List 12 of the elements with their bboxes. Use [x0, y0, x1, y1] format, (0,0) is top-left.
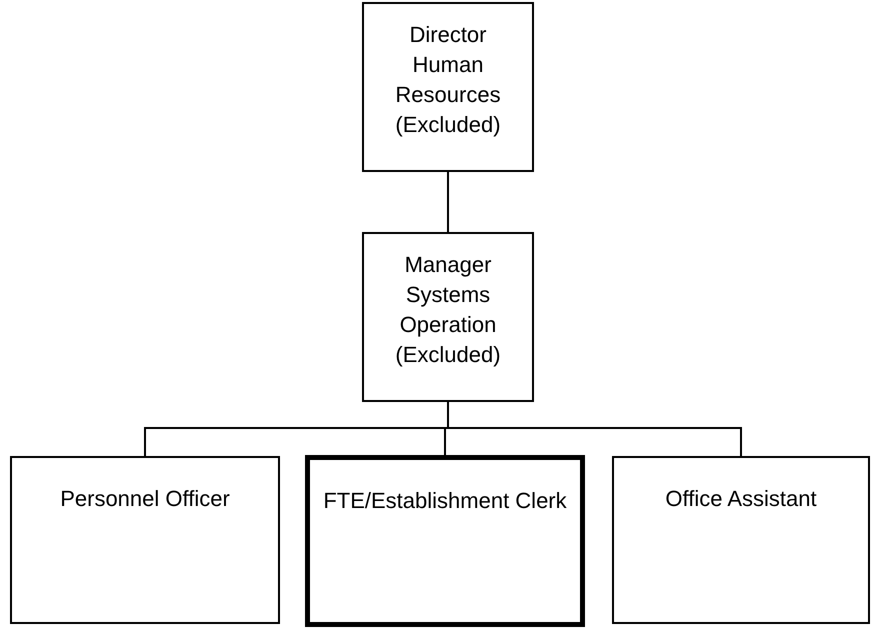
role-title: Manager Systems Operation (Excluded): [394, 251, 502, 369]
org-box: [362, 232, 534, 402]
org-box: [612, 456, 870, 624]
role-title: Personnel Officer: [60, 485, 230, 513]
org-box: [305, 455, 585, 627]
role-title: Director Human Resources (Excluded): [394, 21, 502, 139]
org-box: [362, 2, 534, 172]
connector-line: [447, 172, 449, 232]
org-box: [10, 456, 280, 624]
role-title: Office Assistant: [665, 485, 817, 513]
role-title: FTE/Establishment Clerk: [323, 487, 567, 515]
connector-line: [447, 402, 742, 456]
